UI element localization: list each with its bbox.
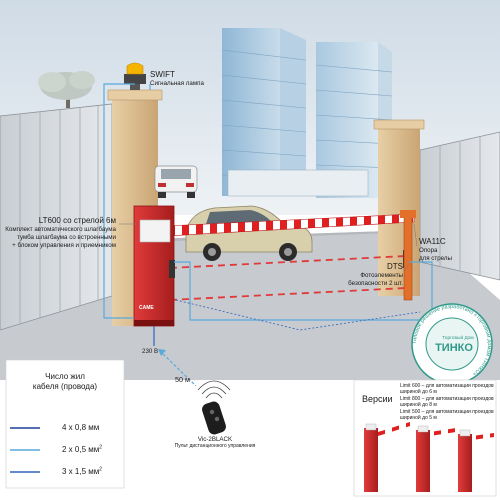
version-item-3: Limit 500 – для автоматизации проездов ш…	[400, 409, 494, 421]
legend-title-1: Число жил	[45, 372, 85, 381]
tree	[38, 71, 95, 108]
legend-title-2: кабеля (провода)	[32, 382, 98, 391]
signal-lamp-icon	[124, 62, 146, 90]
barrier-name: LT600 со стрелой 6м	[38, 216, 116, 225]
support-desc-1: Опора	[419, 247, 438, 254]
photocells-desc-1: Фотоэлементы	[360, 272, 403, 279]
legend-item-2: 2 х 0,5 мм2	[62, 444, 103, 454]
tinko-seal: Типовое решение разработано «Торговым до…	[411, 303, 493, 385]
lamp-desc: Сигнальная лампа	[150, 80, 204, 87]
support-desc-2: для стрелы	[419, 255, 452, 262]
barrier-logo: CAME	[139, 305, 154, 311]
remote-control-icon	[197, 380, 231, 435]
arm-support-post	[400, 210, 416, 301]
photocell-beam-lines	[169, 255, 407, 301]
versions-title: Версии	[362, 394, 393, 404]
seal-center-top: Торговый Дом	[442, 334, 473, 341]
barrier-desc-1: Комплект автоматического шлагбаума	[5, 226, 116, 233]
barrier-desc-3: + блоком управления и приемником	[12, 242, 116, 249]
version-item-1: Limit 600 – для автоматизации проездов ш…	[400, 383, 494, 395]
voltage-label: 230 В	[142, 348, 159, 355]
cable-runs	[103, 83, 433, 346]
photocells-name: DTS	[387, 262, 403, 271]
legend-item-3: 3 х 1,5 мм2	[62, 466, 103, 476]
remote-name: Vic-2BLACK	[197, 436, 233, 443]
remote-desc: Пульт дистанционного управления	[174, 443, 256, 449]
legend-item-1: 4 х 0,8 мм	[62, 423, 100, 432]
remote-distance: 50 м	[175, 375, 190, 384]
barrier-desc-2: тумба шлагбаума со встроенными	[17, 234, 116, 241]
background-buildings	[221, 28, 393, 198]
versions-panel	[353, 379, 497, 497]
version-item-2: Limit 800 – для автоматизации проездов ш…	[400, 396, 494, 408]
remote-signal-arrow	[162, 353, 197, 387]
seal-center-main: ТИНКО	[435, 342, 473, 354]
car-background	[154, 165, 198, 198]
cable-legend-box	[5, 359, 125, 489]
barrier-cabinet	[133, 205, 175, 327]
lamp-name: SWIFT	[150, 70, 175, 79]
photocell-post-left	[169, 260, 175, 278]
support-name: WA11C	[419, 237, 446, 246]
photocells-desc-2: безопасности 2 шт.	[348, 280, 403, 287]
